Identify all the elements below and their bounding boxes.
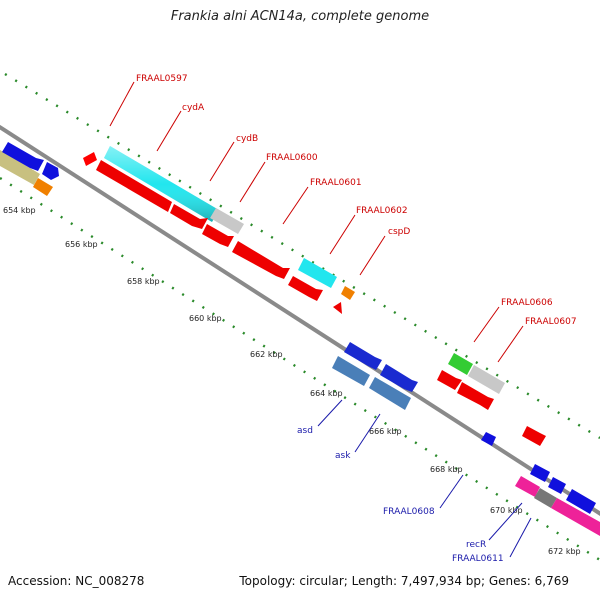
genome-backbone (0, 124, 600, 516)
kbp-labels: 654 kbp 656 kbp 658 kbp 660 kbp 662 kbp … (3, 206, 581, 556)
gene-arrow-fraal0597[interactable] (83, 152, 97, 166)
gene-arrow-blue-5[interactable] (548, 477, 566, 494)
gene-arrow-red-7[interactable] (522, 426, 546, 446)
gene-arrow-red-4[interactable] (288, 276, 323, 301)
kbp-label: 658 kbp (127, 277, 160, 286)
gene-arrow-blue-2[interactable] (380, 364, 418, 392)
gene-arrow-red-1[interactable] (96, 160, 172, 212)
forward-strand-features (83, 146, 546, 446)
gene-arrow-orange-edge[interactable] (33, 178, 53, 196)
gene-arrow-asd[interactable] (332, 356, 370, 386)
kbp-label: 654 kbp (3, 206, 36, 215)
gene-arrow-blue-1[interactable] (344, 342, 382, 370)
gene-arrow-blue-edge-2[interactable] (42, 162, 59, 180)
gene-arrow-cydb[interactable] (210, 208, 244, 234)
gene-arrow-fraal0601[interactable] (298, 258, 337, 288)
gene-arrow-blue-3[interactable] (481, 432, 496, 446)
gene-label-cyda[interactable]: cydA (182, 103, 205, 113)
gene-arrow-fraal0606[interactable] (448, 353, 473, 375)
reverse-strand-features (332, 342, 600, 536)
gene-arrow-fraal0607[interactable] (468, 365, 505, 394)
gene-arrow-red-6[interactable] (457, 382, 494, 410)
kbp-label: 670 kbp (490, 506, 523, 515)
gene-label-fraal0600[interactable]: FRAAL0600 (266, 153, 318, 163)
forward-gene-labels (109, 81, 524, 363)
topology-text: Topology: circular; Length: 7,497,934 bp… (239, 574, 569, 588)
kbp-label: 664 kbp (310, 389, 343, 398)
kbp-label: 672 kbp (548, 547, 581, 556)
gene-label-fraal0606[interactable]: FRAAL0606 (501, 298, 553, 308)
gene-arrow-blue-edge-1[interactable] (2, 142, 44, 171)
gene-arrow-olive[interactable] (0, 150, 40, 185)
gene-arrow-recr[interactable] (534, 488, 557, 508)
gene-arrow-red-3[interactable] (202, 224, 234, 247)
gene-arrow-cspd[interactable] (333, 302, 342, 314)
gene-label-fraal0602[interactable]: FRAAL0602 (356, 206, 408, 216)
kbp-label: 666 kbp (369, 427, 402, 436)
gene-label-fraal0607[interactable]: FRAAL0607 (525, 317, 577, 327)
gene-label-ask[interactable]: ask (335, 451, 351, 461)
gene-arrow-red-5[interactable] (437, 370, 462, 390)
gene-arrow-blue-6[interactable] (566, 489, 596, 514)
reverse-gene-lines (317, 399, 532, 558)
gene-label-recr[interactable]: recR (466, 540, 486, 550)
kbp-label: 662 kbp (250, 350, 283, 359)
gene-label-cydb[interactable]: cydB (236, 134, 258, 144)
gene-arrow-fraal0600[interactable] (232, 241, 290, 279)
reverse-gene-label-text: asd ask FRAAL0608 recR FRAAL0611 (297, 426, 504, 564)
kbp-label: 668 kbp (430, 465, 463, 474)
gene-arrow-blue-4[interactable] (530, 464, 550, 482)
gene-label-cspd[interactable]: cspD (388, 227, 410, 237)
gene-arrow-red-2[interactable] (170, 204, 208, 229)
gene-label-fraal0601[interactable]: FRAAL0601 (310, 178, 362, 188)
gene-label-fraal0597[interactable]: FRAAL0597 (136, 74, 188, 84)
gene-label-fraal0608[interactable]: FRAAL0608 (383, 507, 435, 517)
gene-arrow-fraal0611[interactable] (551, 498, 600, 536)
forward-gene-label-text: FRAAL0597 cydA cydB FRAAL0600 FRAAL0601 … (136, 74, 577, 327)
outer-tick-track (4, 72, 600, 440)
gene-label-asd[interactable]: asd (297, 426, 313, 436)
inner-tick-track (0, 176, 600, 562)
map-title: Frankia alni ACN14a, complete genome (170, 9, 430, 24)
gene-arrow-fraal0608[interactable] (515, 476, 540, 497)
gene-label-fraal0611[interactable]: FRAAL0611 (452, 554, 504, 564)
kbp-label: 660 kbp (189, 314, 222, 323)
left-edge-features (0, 142, 59, 196)
gene-arrow-fraal0602[interactable] (341, 286, 355, 300)
gene-arrow-ask[interactable] (369, 377, 411, 410)
kbp-label: 656 kbp (65, 240, 98, 249)
accession-text: Accession: NC_008278 (8, 574, 145, 588)
